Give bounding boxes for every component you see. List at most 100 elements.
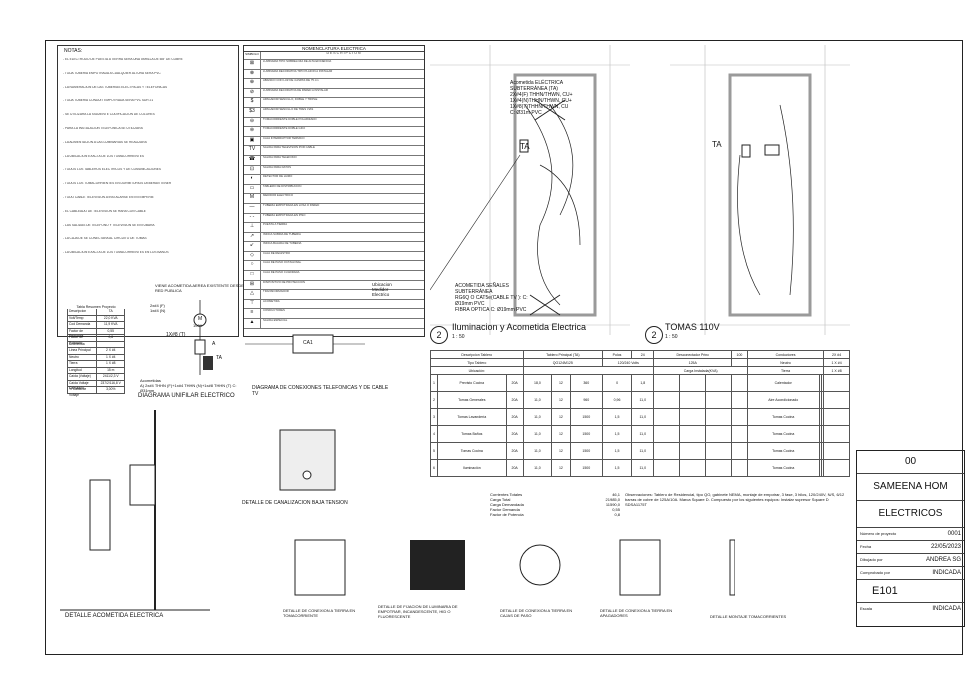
nomenclature-symbol-icon: ⊤ [244, 299, 261, 309]
nomenclature-symbol-icon: ≡ [244, 309, 261, 319]
load-cell: 11,0 [631, 391, 655, 409]
nomenclature-symbol-icon: M [244, 194, 261, 203]
lt-factor-p-label: Factor de Potencia [490, 512, 524, 517]
teleco-title: DIAGRAMA DE CONEXIONES TELEFONICAS Y DE … [252, 385, 389, 397]
teleco-box-label: CA1 [303, 340, 313, 346]
summary-cell: 1 X #8 [105, 361, 116, 365]
nomenclature-row: ○CAJA DE PASO OCTAGONAL [244, 261, 424, 272]
nomenclature-symbol-icon: ⊡ [244, 165, 261, 175]
nomenclature-description: PUESTA A TIERRA [263, 223, 288, 227]
summary-row: Descripcion TA [67, 309, 125, 316]
note-line: - LA NUMERACION DE LAS TUBERIAS ELECTRIC… [63, 85, 168, 89]
summary-cell: Factor de Potencia [68, 335, 97, 345]
load-cell: 6 [430, 459, 438, 477]
summary-cell: 2411/2,3 V [102, 374, 119, 378]
lt-barra: 125A [653, 358, 732, 367]
nomenclature-symbol-icon: ⊘ [244, 88, 261, 98]
load-cell: Tomas Lavandería [436, 408, 507, 426]
lt-total-label: Carga Total [490, 497, 511, 502]
load-cell: Tomas Baños [436, 425, 507, 443]
load-cell [705, 442, 732, 460]
note-line: - TODA TUBERIA CONDUIT EMPOTRADA SERA PV… [63, 99, 154, 103]
summary-cell: 237/2/116,8 V [100, 380, 121, 385]
lt-conductores-value: 2X #4 [823, 350, 850, 359]
nomenclature-row: ⊜TOMACORRIENTE DOBLE GFCI [244, 127, 424, 137]
plan1-view-scale: 1 : 50 [452, 334, 465, 340]
summary-cell: 0,8 [108, 335, 114, 339]
lt-volts: 120/240 Volts [602, 358, 655, 367]
load-cell [823, 408, 850, 426]
unifilar-ta: TA [216, 355, 223, 361]
callout-top-line2: 1X#4(N)THHN/THWN, CU+ [510, 98, 572, 104]
nomenclature-symbol-icon: ⊠ [244, 60, 261, 69]
panel-ta-icon [519, 139, 529, 153]
nomenclature-panel: NOMENCLATURA ELECTRICA SIMBOLO D E S C R… [243, 45, 425, 337]
plan1-callout-top: Acometida ELÉCTRICA SUBTERRÁNEA (TA) 2X#… [510, 80, 573, 116]
lt-conductores: Conductores [746, 350, 825, 359]
callout-bottom-line2: Ø19mm PVC [455, 301, 485, 307]
nomenclature-description: SALIDA PARA TELEFONO [263, 155, 297, 159]
unifilar-a: A [212, 341, 216, 347]
summary-cell: 3,00% [106, 387, 116, 391]
lt-desconectador-value: 100 [730, 350, 748, 359]
nomenclature-symbol-icon: ⊗ [244, 69, 261, 79]
load-cell: 18,0 [522, 374, 553, 392]
summary-row: Factor de Potencia 0,8 [67, 335, 125, 345]
nomenclature-symbol-icon: $3 [244, 107, 261, 117]
note-line: - EL CABLEADO DE TELEVISION SE HARA CON … [63, 209, 146, 213]
load-cell: 20A [505, 442, 524, 460]
plan1-view-title: Iluminacion y Acometida Electrica [452, 322, 587, 332]
load-cell [653, 374, 681, 392]
nomenclature-symbol-icon: $ [244, 98, 261, 107]
unifilar-title: DIAGRAMA UNIFILAR ELECTRICO [138, 393, 235, 399]
nomenclature-row: ⊘LUMINARIA DECORATIVA DE PARED A INSTALA… [244, 88, 424, 99]
nomenclature-row: $APAGADOR SENCILLO, DOBLE Y TRIPLE [244, 98, 424, 108]
tb-scale-label: Escala [860, 606, 873, 611]
meter-label-3: Electrico [372, 292, 390, 297]
detail-acometida-title: DETALLE ACOMETIDA ELECTRICA [65, 613, 164, 619]
load-cell: 11,0 [631, 459, 655, 477]
nomenclature-col-description: D E S C R I P C I O N [326, 52, 361, 55]
callout-bottom-line1: RG6Q O CAT5e(CABLE TV ): C: [455, 295, 528, 301]
lt-carga-instalada: Carga Instalada(KVA) [653, 366, 748, 375]
load-cell: 11,0 [631, 425, 655, 443]
load-cell [679, 374, 707, 392]
callout-top-line1: 2X#4(F) THHN/THWN, CU+ [510, 92, 573, 98]
load-cell: Calentador [746, 374, 820, 392]
nomenclature-symbol-icon: ▲ [244, 319, 261, 328]
meter-label-1: Ubicacion [372, 282, 392, 287]
load-cell: 20A [505, 408, 524, 426]
summary-cell: Volt/Temp [68, 315, 97, 321]
lt-total-value: 21985,0 [605, 497, 620, 502]
plan2-view-title: TOMAS 110V [665, 322, 720, 332]
note-line: - LA UBICACION EXACTA DE LOS TOMACORRIEN… [63, 251, 169, 255]
summary-cell: Descripcion [68, 309, 97, 315]
load-cell: 1,5 [602, 442, 633, 460]
load-cell: 11,0 [522, 425, 553, 443]
summary-cell: TA [108, 309, 113, 313]
load-cell: 0,96 [602, 391, 633, 409]
load-cell [730, 425, 748, 443]
unifilar-top-label: VIENE ACOMETIDA AEREA EXISTENTE DESDE RE… [155, 283, 244, 293]
load-cell: Tomas Generales [436, 391, 507, 409]
nomenclature-description: LUMINARIA DECORATIVA DE PARED A INSTALAR [263, 88, 328, 92]
load-cell: 1500 [569, 459, 604, 477]
unifilar-meter: M [198, 316, 203, 322]
nomenclature-description: TOMACORRIENTE DOBLE GFCI [263, 127, 306, 131]
nomenclature-symbol-icon: △ [244, 290, 261, 299]
nomenclature-title: NOMENCLATURA ELECTRICA [244, 46, 424, 52]
tb-drawn: ANDREA SG [925, 557, 961, 563]
nomenclature-description: ABANICO CON LUZ DE 4 ASPAS DE 75 cm [263, 79, 319, 83]
bottom-details-drawings [294, 539, 735, 596]
load-cell: 1 [430, 374, 438, 392]
summary-cell: Caída (Voltaje) [68, 374, 97, 380]
summary-cell: Factor de Demanda [68, 328, 97, 338]
nomenclature-row: ↙INDICA BAJADA DE TUBERIA [244, 242, 424, 252]
nomenclature-row: - -TUBERIA EMPOTRADA EN PISO [244, 213, 424, 224]
